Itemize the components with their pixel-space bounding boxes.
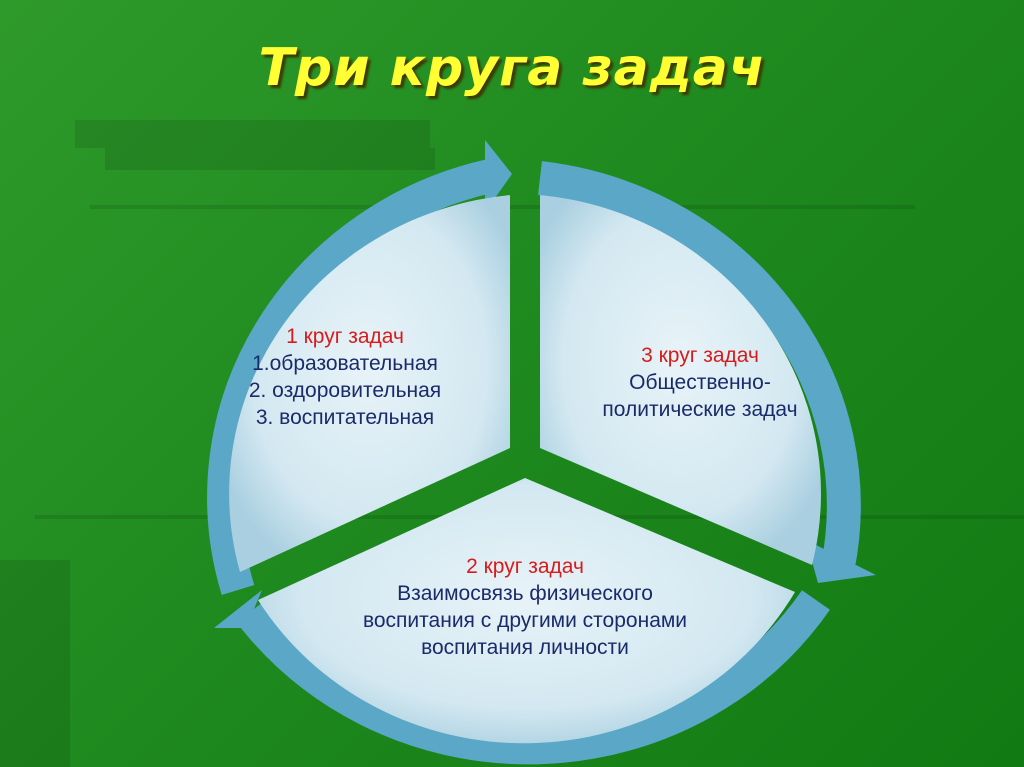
segment-1-line: 2. оздоровительная: [248, 379, 442, 402]
segment-1: [229, 195, 510, 572]
segment-3-heading: 3 круг задач: [641, 344, 759, 367]
slide-title: Три круга задач: [258, 38, 766, 98]
segment-3-line: Общественно-: [629, 371, 771, 394]
segment-3: [540, 195, 821, 565]
background-stripe: [105, 148, 435, 170]
segment-2-line: воспитания с другими сторонами: [362, 609, 688, 632]
segment-3-line: политические задач: [602, 398, 798, 421]
segment-1-heading: 1 круг задач: [286, 325, 404, 348]
background-stripe: [0, 560, 70, 767]
arrow-head-top: [485, 140, 512, 212]
segment-2: [258, 478, 795, 744]
ring-arc-bottom: [236, 590, 830, 765]
segment-2-text: 2 круг задач Взаимосвязь физического вос…: [285, 553, 765, 661]
segment-1-text: 1 круг задач 1.образовательная 2. оздоро…: [200, 323, 490, 431]
segment-1-line: 1.образовательная: [252, 352, 438, 375]
segment-2-line: Взаимосвязь физического: [397, 582, 653, 605]
segment-1-line: 3. воспитательная: [255, 406, 435, 429]
arrow-head-left: [214, 590, 262, 628]
segment-2-heading: 2 круг задач: [466, 555, 584, 578]
background-stripe: [75, 120, 430, 148]
segment-3-text: 3 круг задач Общественно- политические з…: [555, 342, 845, 423]
ring-arc-right: [538, 161, 861, 570]
arrow-head-right: [806, 540, 876, 583]
ring-arc-left: [207, 159, 494, 595]
segment-2-line: воспитания личности: [421, 636, 629, 659]
